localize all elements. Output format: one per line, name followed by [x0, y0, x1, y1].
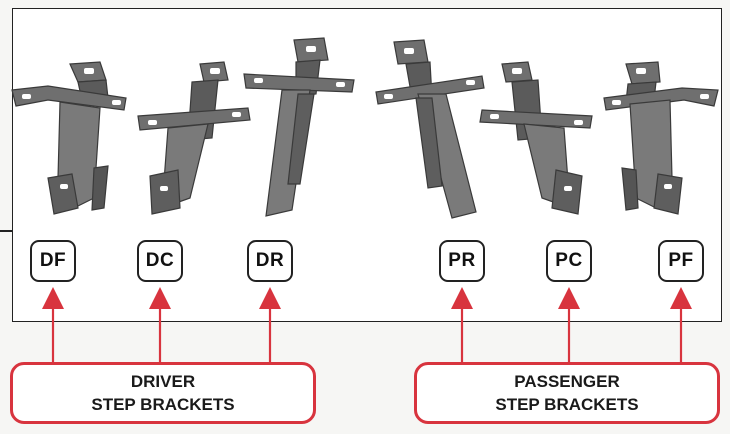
- passenger-group-line2: STEP BRACKETS: [495, 395, 639, 414]
- label-df-text: DF: [39, 250, 67, 271]
- passenger-group-line1: PASSENGER: [514, 372, 620, 391]
- label-df: DF: [30, 240, 76, 282]
- bracket-df-illustration: [11, 61, 127, 215]
- label-pr-text: PR: [448, 250, 476, 271]
- label-pc: PC: [546, 240, 592, 282]
- label-dr: DR: [247, 240, 293, 282]
- label-pr: PR: [439, 240, 485, 282]
- label-pf: PF: [658, 240, 704, 282]
- bracket-pf-illustration: [603, 61, 719, 215]
- driver-group-box: DRIVER STEP BRACKETS: [10, 362, 316, 424]
- label-pc-text: PC: [555, 250, 583, 271]
- frame-edge-stub: [0, 230, 14, 232]
- bracket-pc-illustration: [479, 61, 593, 215]
- bracket-image-frame: [12, 8, 722, 322]
- driver-group-line2: STEP BRACKETS: [91, 395, 235, 414]
- bracket-pr-illustration: [375, 39, 485, 219]
- driver-group-line1: DRIVER: [130, 372, 196, 391]
- label-pf-text: PF: [668, 250, 694, 271]
- passenger-group-box: PASSENGER STEP BRACKETS: [414, 362, 720, 424]
- label-dc-text: DC: [145, 250, 175, 271]
- bracket-dc-illustration: [137, 61, 251, 215]
- label-dr-text: DR: [255, 250, 285, 271]
- label-dc: DC: [137, 240, 183, 282]
- bracket-dr-illustration: [243, 37, 355, 217]
